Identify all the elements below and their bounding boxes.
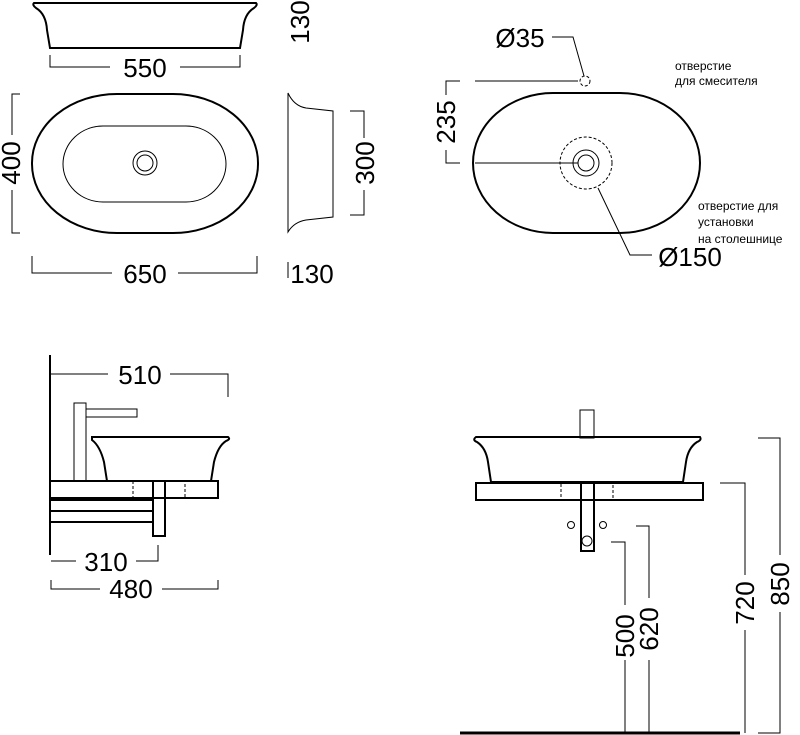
dim-label: 310 bbox=[84, 547, 127, 577]
note-line: отверстие для bbox=[698, 199, 778, 213]
dim-label: 620 bbox=[634, 607, 664, 650]
dim-label: 480 bbox=[109, 574, 152, 604]
dimension-550: 550 bbox=[49, 53, 241, 83]
dimension-235: 235 bbox=[431, 80, 461, 164]
dim-label: Ø35 bbox=[495, 23, 544, 53]
dim-label: 510 bbox=[118, 360, 161, 390]
dimension-130: 130 bbox=[287, 259, 334, 289]
basin-side-profile bbox=[287, 92, 334, 234]
dimension-480: 480 bbox=[50, 574, 219, 604]
dimension-720: 720 bbox=[720, 482, 760, 733]
basin-plan-holes bbox=[472, 75, 701, 234]
dimension-620: 620 bbox=[634, 525, 664, 733]
dimension-850: 850 bbox=[758, 437, 795, 734]
note-line: для смесителя bbox=[675, 74, 758, 88]
basin-plan-view bbox=[31, 93, 259, 234]
dim-label: 235 bbox=[431, 100, 461, 143]
dim-label: Ø150 bbox=[658, 242, 722, 272]
note-line: на столешнице bbox=[698, 232, 783, 246]
dim-label: 130 bbox=[290, 259, 333, 289]
dimension-310: 310 bbox=[51, 545, 159, 577]
dimension-510: 510 bbox=[51, 360, 229, 397]
dim-label-height-top: 130 bbox=[285, 0, 315, 43]
dim-label: 720 bbox=[730, 581, 760, 624]
dim-label: 550 bbox=[123, 53, 166, 83]
dim-label: 500 bbox=[610, 614, 640, 657]
dim-label: 400 bbox=[0, 141, 26, 184]
dimension-650: 650 bbox=[31, 256, 258, 289]
side-installation-view bbox=[49, 355, 231, 555]
dimension-500: 500 bbox=[610, 541, 640, 733]
front-installation-view bbox=[460, 409, 740, 735]
tap-hole-callout: Ø35 отверстие для смесителя bbox=[495, 23, 757, 88]
note-line: установки bbox=[698, 215, 754, 229]
basin-front-profile bbox=[32, 2, 258, 49]
dim-label: 300 bbox=[350, 141, 380, 184]
dimension-400: 400 bbox=[0, 93, 26, 234]
note-line: отверстие bbox=[675, 59, 732, 73]
counter-hole-callout: Ø150 отверстие для установки на столешни… bbox=[597, 187, 783, 272]
dim-label: 850 bbox=[765, 562, 795, 605]
dimension-300: 300 bbox=[350, 110, 380, 216]
dim-label: 650 bbox=[123, 259, 166, 289]
